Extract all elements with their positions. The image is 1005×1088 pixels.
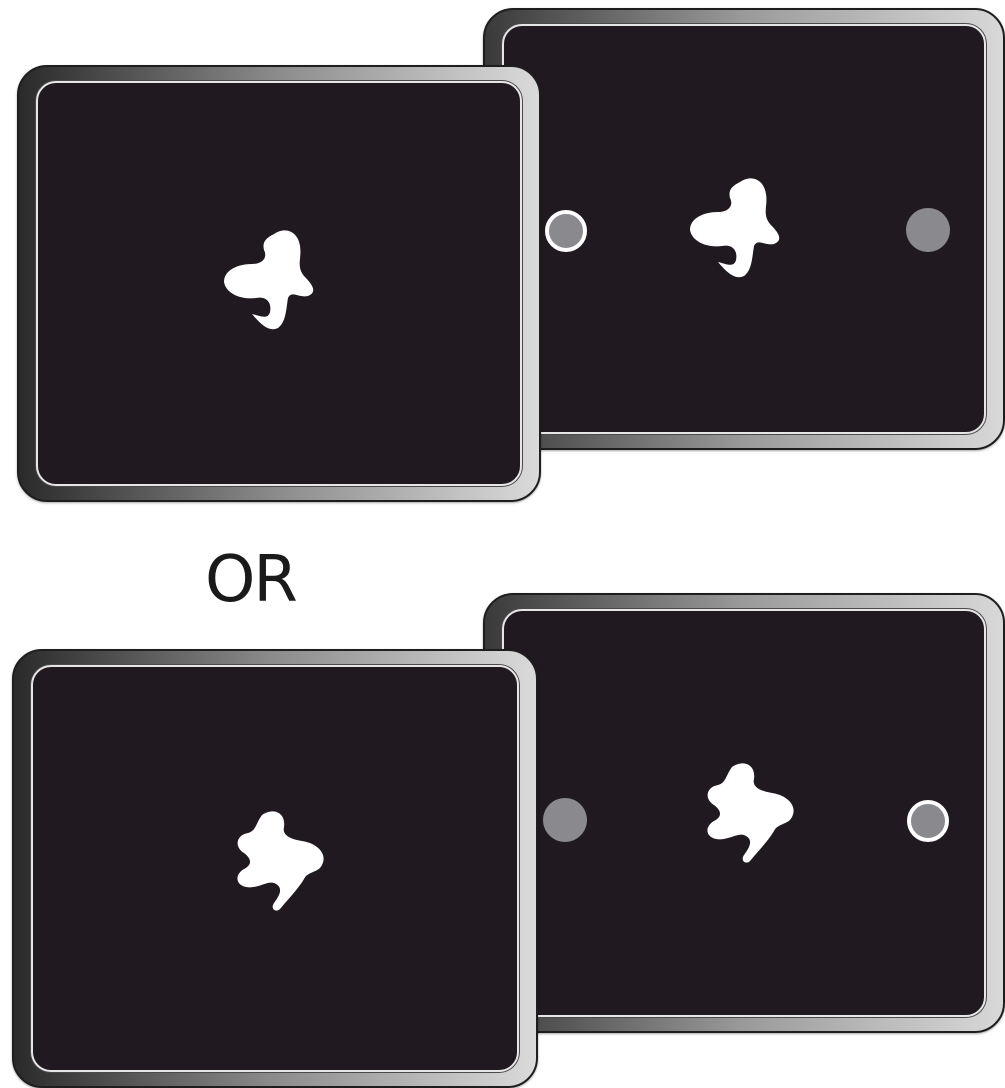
choice-screen-top [483,8,1005,450]
right-filled-dot [906,208,950,252]
blob-stimulus-icon [216,218,346,348]
choice-screen-bottom [483,593,1005,1033]
blob-stimulus-icon [682,166,812,296]
blob-stimulus-icon [218,801,348,931]
left-filled-dot [543,798,587,842]
sample-screen-top [17,65,541,502]
blob-stimulus-icon [688,753,818,883]
sample-screen-bottom [12,649,538,1088]
right-ringed-dot [907,800,949,842]
or-separator-label: OR [205,548,296,612]
left-ringed-dot [545,210,587,252]
